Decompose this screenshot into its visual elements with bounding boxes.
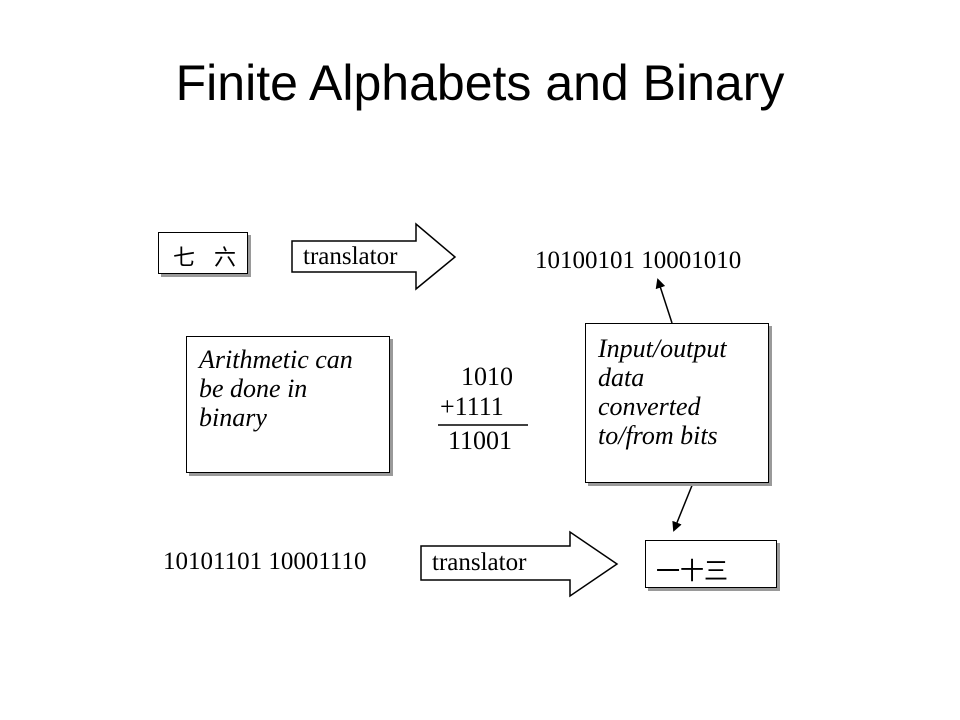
io-note-line: Input/output (598, 334, 727, 363)
sum-result: 11001 (448, 426, 513, 455)
top-translator-label: translator (303, 243, 398, 270)
arithmetic-note-line: binary (199, 403, 267, 432)
io-note-box: Input/output data converted to/from bits (585, 323, 769, 483)
io-note-line: converted (598, 392, 701, 421)
io-note-line: data (598, 363, 645, 392)
top-output-bits: 10100101 10001010 (535, 247, 742, 274)
top-block-arrow (291, 222, 457, 291)
bottom-input-bits: 10101101 10001110 (163, 548, 367, 575)
bottom-translator-label: translator (432, 549, 527, 576)
arithmetic-note-line: be done in (199, 374, 308, 403)
slide-title: Finite Alphabets and Binary (175, 55, 785, 111)
bottom-chars-text: 一十三 (656, 557, 728, 585)
top-block-arrow-shadow (293, 273, 418, 292)
sum-operand-2: +1111 (440, 392, 504, 421)
arithmetic-note-line: Arithmetic can (199, 345, 353, 374)
bottom-block-arrow (420, 530, 619, 598)
bottom-chars-box: 一十三 (645, 540, 777, 588)
top-chars-box: 七 六 (158, 232, 248, 274)
arrow-down-to-chars (672, 482, 694, 532)
sum-operand-1: 1010 (461, 362, 513, 391)
top-chars-text: 七 六 (173, 246, 242, 271)
io-note-line: to/from bits (598, 421, 718, 450)
arrow-up-to-bits (655, 278, 673, 324)
arithmetic-note-box: Arithmetic can be done in binary (186, 336, 390, 473)
